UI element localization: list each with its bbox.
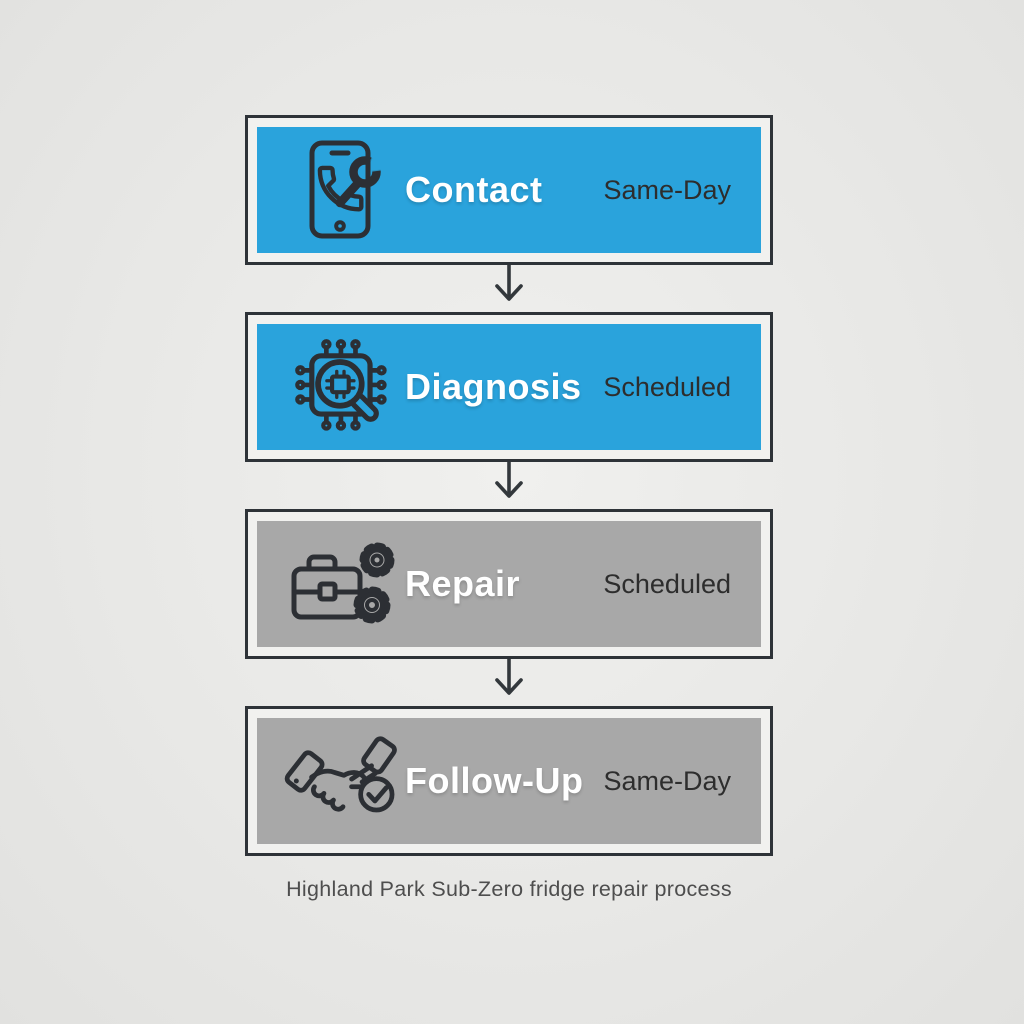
handshake-check-icon bbox=[283, 735, 403, 827]
step-status-badge: Same-Day bbox=[603, 174, 731, 205]
down-arrow-icon bbox=[245, 659, 773, 706]
caption: Highland Park Sub-Zero fridge repair pro… bbox=[286, 877, 732, 901]
down-arrow-icon bbox=[245, 265, 773, 312]
step-title: Follow-Up bbox=[405, 760, 584, 801]
phone-wrench-icon bbox=[283, 138, 403, 242]
down-arrow-icon bbox=[245, 462, 773, 509]
step-title: Repair bbox=[405, 563, 521, 604]
step-title: Diagnosis bbox=[405, 366, 582, 407]
step-status-badge: Scheduled bbox=[603, 371, 731, 402]
step-box-diagnosis: Diagnosis Scheduled bbox=[245, 312, 773, 462]
toolbox-gears-icon bbox=[283, 535, 403, 633]
step-status-badge: Scheduled bbox=[603, 568, 731, 599]
step-box-repair: Repair Scheduled bbox=[245, 509, 773, 659]
repair-process-flowchart: Contact Same-Day bbox=[245, 115, 773, 902]
step-status-badge: Same-Day bbox=[603, 765, 731, 796]
step-box-follow-up: Follow-Up Same-Day bbox=[245, 706, 773, 856]
chip-magnifier-icon bbox=[283, 335, 403, 439]
step-box-contact: Contact Same-Day bbox=[245, 115, 773, 265]
step-title: Contact bbox=[405, 169, 543, 210]
